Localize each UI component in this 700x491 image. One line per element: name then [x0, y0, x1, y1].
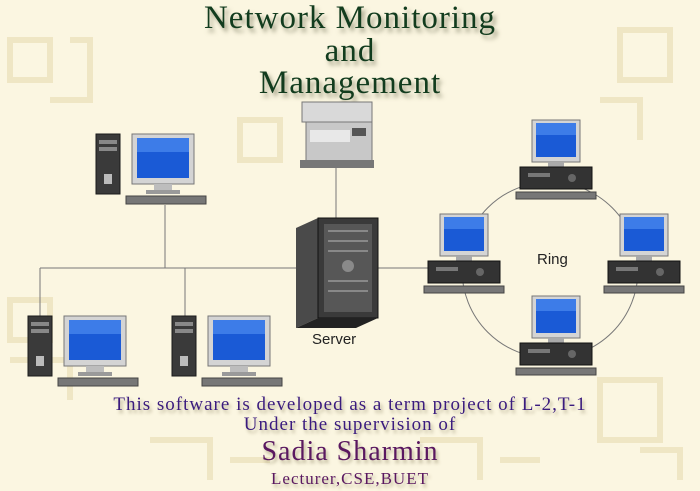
ring-label: Ring [537, 251, 568, 268]
printer-icon [300, 101, 374, 168]
ring-computer-icon [515, 295, 597, 376]
computer-icon [95, 133, 207, 205]
supervisor-affiliation: Lecturer,CSE,BUET [271, 469, 429, 488]
supervision-text: Under the supervision of [243, 414, 457, 435]
title-line-1: Network Monitoring [203, 0, 497, 36]
server-label: Server [312, 331, 356, 348]
title-line-3: Management [258, 65, 442, 101]
supervisor-name: Sadia Sharmin [261, 436, 439, 467]
computer-icon [27, 315, 139, 387]
project-description: This software is developed as a term pro… [113, 394, 587, 415]
title-line-2: and [324, 33, 376, 69]
ring-computer-icon [603, 213, 685, 294]
ring-computer-icon [515, 119, 597, 200]
ring-computer-icon [423, 213, 505, 294]
server-icon [296, 217, 379, 328]
computer-icon [171, 315, 283, 387]
